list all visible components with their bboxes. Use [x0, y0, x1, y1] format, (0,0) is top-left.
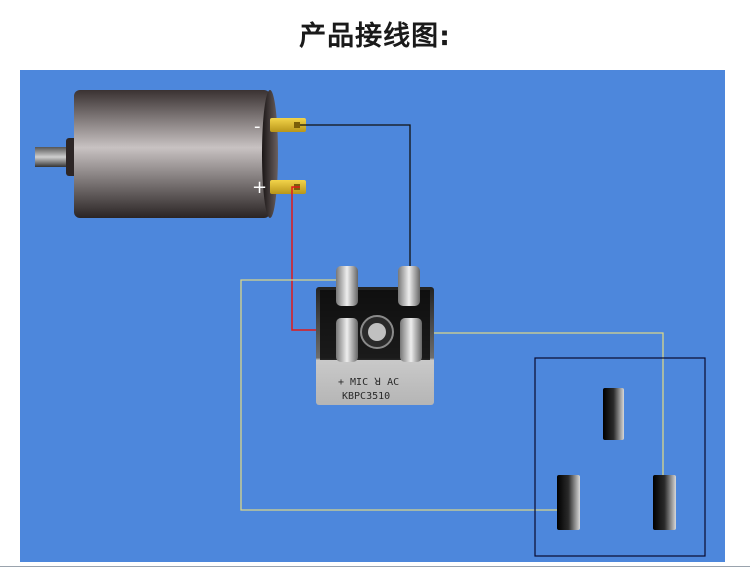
socket-slot-earth — [603, 388, 624, 440]
wire-ac-left — [240, 279, 562, 511]
motor-body — [74, 90, 270, 218]
motor-terminal-negative — [270, 118, 306, 132]
socket-outline — [534, 357, 706, 557]
wire-ac-right — [412, 332, 664, 478]
rectifier-pin-4 — [400, 318, 422, 362]
positive-label: + — [252, 177, 267, 198]
terminal-hole — [294, 122, 300, 128]
mounting-hole-center — [368, 323, 386, 341]
divider — [0, 566, 750, 567]
rectifier-pin-3 — [336, 318, 358, 362]
rectifier-pin-1 — [336, 266, 358, 306]
bridge-rectifier: + MIC ꓤ AC KBPC3510 — [316, 266, 434, 405]
rectifier-pin-2 — [398, 266, 420, 306]
diagram-title: 产品接线图: — [299, 21, 451, 52]
ac-socket — [534, 357, 706, 557]
rectifier-marking-2: KBPC3510 — [342, 391, 390, 402]
dc-motor: - + — [35, 90, 306, 218]
wire-positive — [291, 186, 336, 331]
socket-slot-live — [557, 475, 580, 530]
rectifier-marking-1: + MIC ꓤ AC — [338, 377, 399, 388]
wire-negative — [300, 124, 411, 268]
motor-terminal-positive — [270, 180, 306, 194]
wires — [240, 124, 664, 511]
socket-slot-neutral — [653, 475, 676, 530]
motor-shaft — [35, 147, 75, 167]
motor-endcap — [262, 90, 278, 218]
negative-label: - — [254, 116, 261, 137]
